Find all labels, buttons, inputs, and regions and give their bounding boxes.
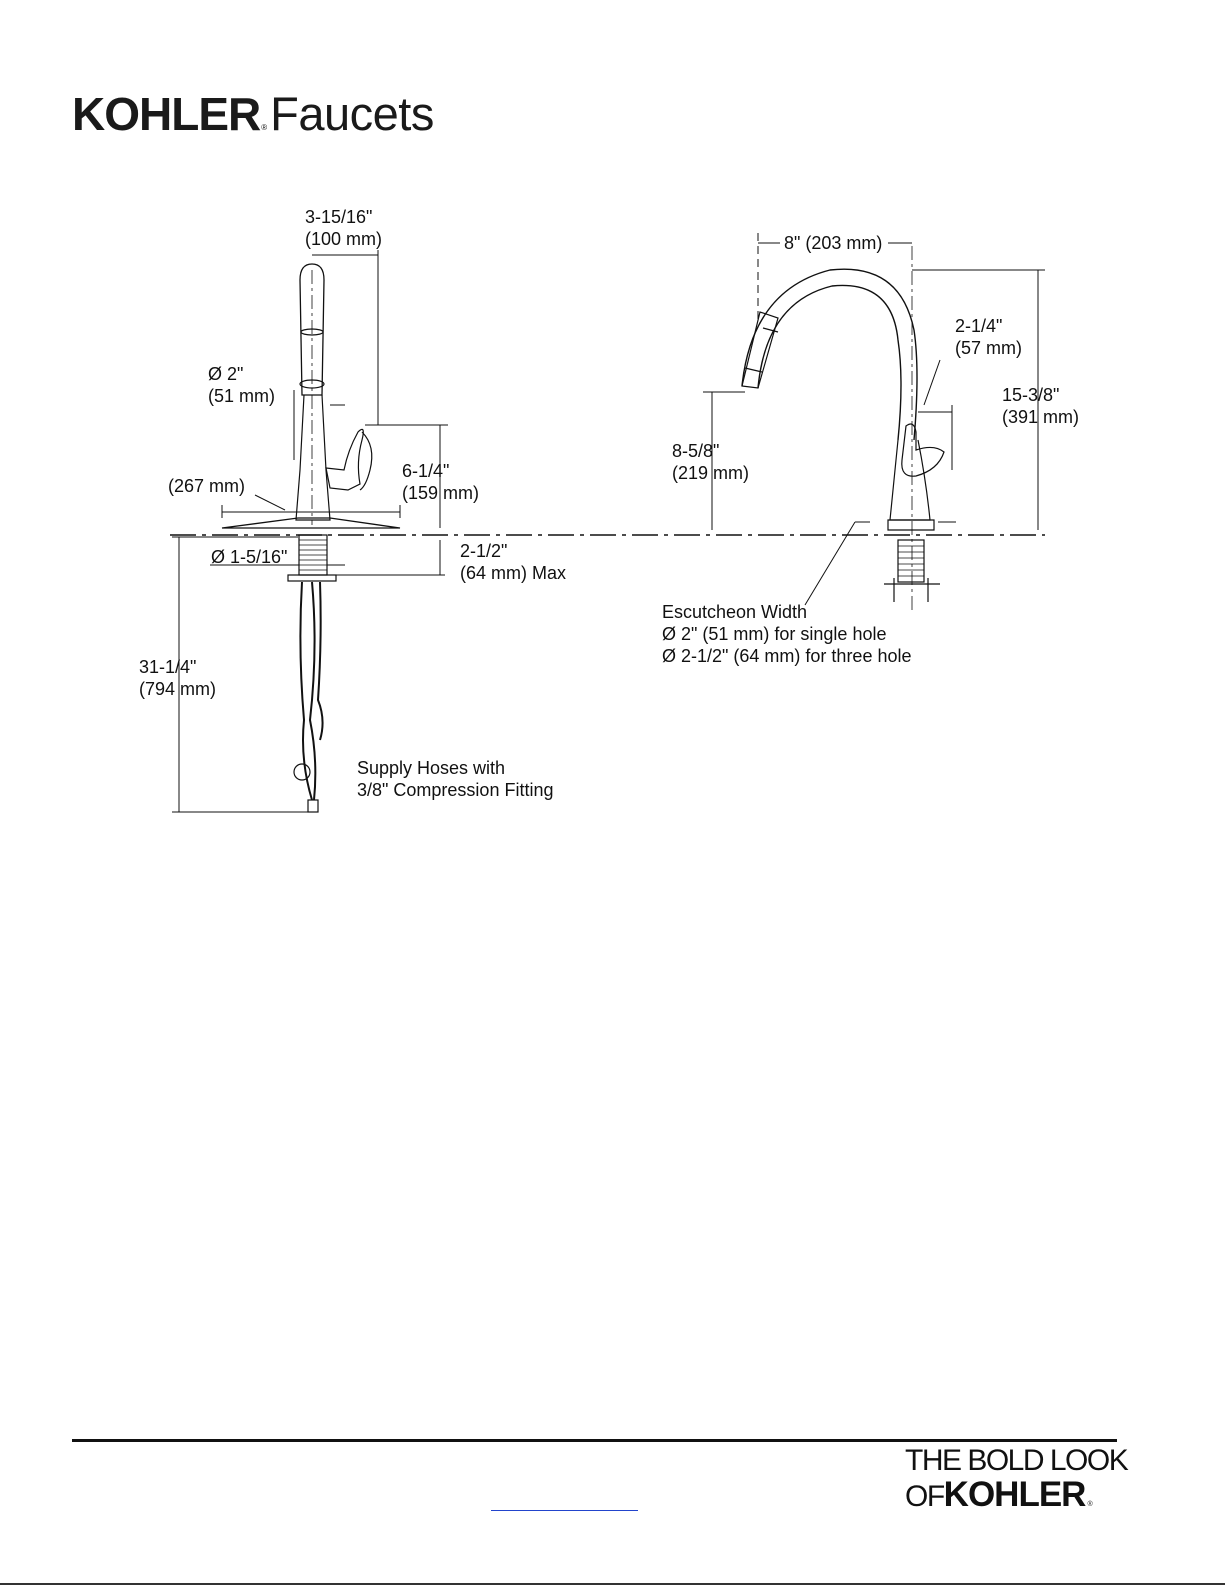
side-faucet-outline: [741, 246, 945, 610]
supply-hose-note-line1: Supply Hoses with: [357, 758, 506, 778]
page-bottom-edge: [0, 1583, 1225, 1585]
handle-height-label: 6-1/4": [402, 461, 450, 481]
deck-thickness-mm-label: (64 mm) Max: [460, 563, 567, 583]
overall-height-label: 15-3/8": [1002, 385, 1060, 405]
escutcheon-width-title: Escutcheon Width: [662, 602, 808, 622]
brand-logo: KOHLER ® Faucets: [72, 86, 434, 146]
deck-thickness-label: 2-1/2": [460, 541, 508, 561]
footer-link[interactable]: [491, 1492, 638, 1511]
spout-width-label: 3-15/16": [305, 207, 373, 227]
supply-hose-note-line2: 3/8" Compression Fitting: [357, 780, 554, 800]
front-faucet-outline: [221, 263, 401, 813]
outlet-height-label: 8-5/8": [672, 441, 720, 461]
tagline-line2: OF KOHLER ®: [905, 1477, 1120, 1523]
spout-offset-mm-label: (57 mm): [955, 338, 1022, 358]
spout-diameter-label: Ø 2": [208, 364, 244, 384]
spout-offset-label: 2-1/4": [955, 316, 1003, 336]
footer-divider: [72, 1439, 1117, 1442]
front-dimension-lines: [172, 250, 448, 813]
side-dimension-lines: [703, 233, 1045, 606]
tagline-registered-mark: ®: [1087, 1501, 1093, 1508]
registered-mark: ®: [261, 123, 268, 132]
overall-length-mm-label: (794 mm): [139, 679, 217, 699]
base-plate-width-label: (267 mm): [168, 476, 246, 496]
escutcheon-single-hole-note: Ø 2" (51 mm) for single hole: [662, 624, 887, 644]
spout-diameter-mm-label: (51 mm): [208, 386, 275, 406]
brand-product-line: Faucets: [270, 87, 434, 140]
handle-height-mm-label: (159 mm): [402, 483, 480, 503]
shank-diameter-label: Ø 1-5/16": [211, 547, 288, 567]
spout-width-mm-label: (100 mm): [305, 229, 383, 249]
tagline-of: OF: [905, 1480, 945, 1513]
brand-name: KOHLER: [72, 88, 261, 140]
footer-tagline-logo: THE BOLD LOOK OF KOHLER ®: [905, 1444, 1129, 1523]
overall-length-label: 31-1/4": [139, 657, 197, 677]
tagline-kohler: KOHLER: [943, 1475, 1087, 1514]
tagline-line1: THE BOLD LOOK: [905, 1444, 1129, 1477]
spout-reach-label: 8" (203 mm): [784, 233, 883, 253]
outlet-height-mm-label: (219 mm): [672, 463, 750, 483]
escutcheon-three-hole-note: Ø 2-1/2" (64 mm) for three hole: [662, 646, 912, 666]
overall-height-mm-label: (391 mm): [1002, 407, 1080, 427]
